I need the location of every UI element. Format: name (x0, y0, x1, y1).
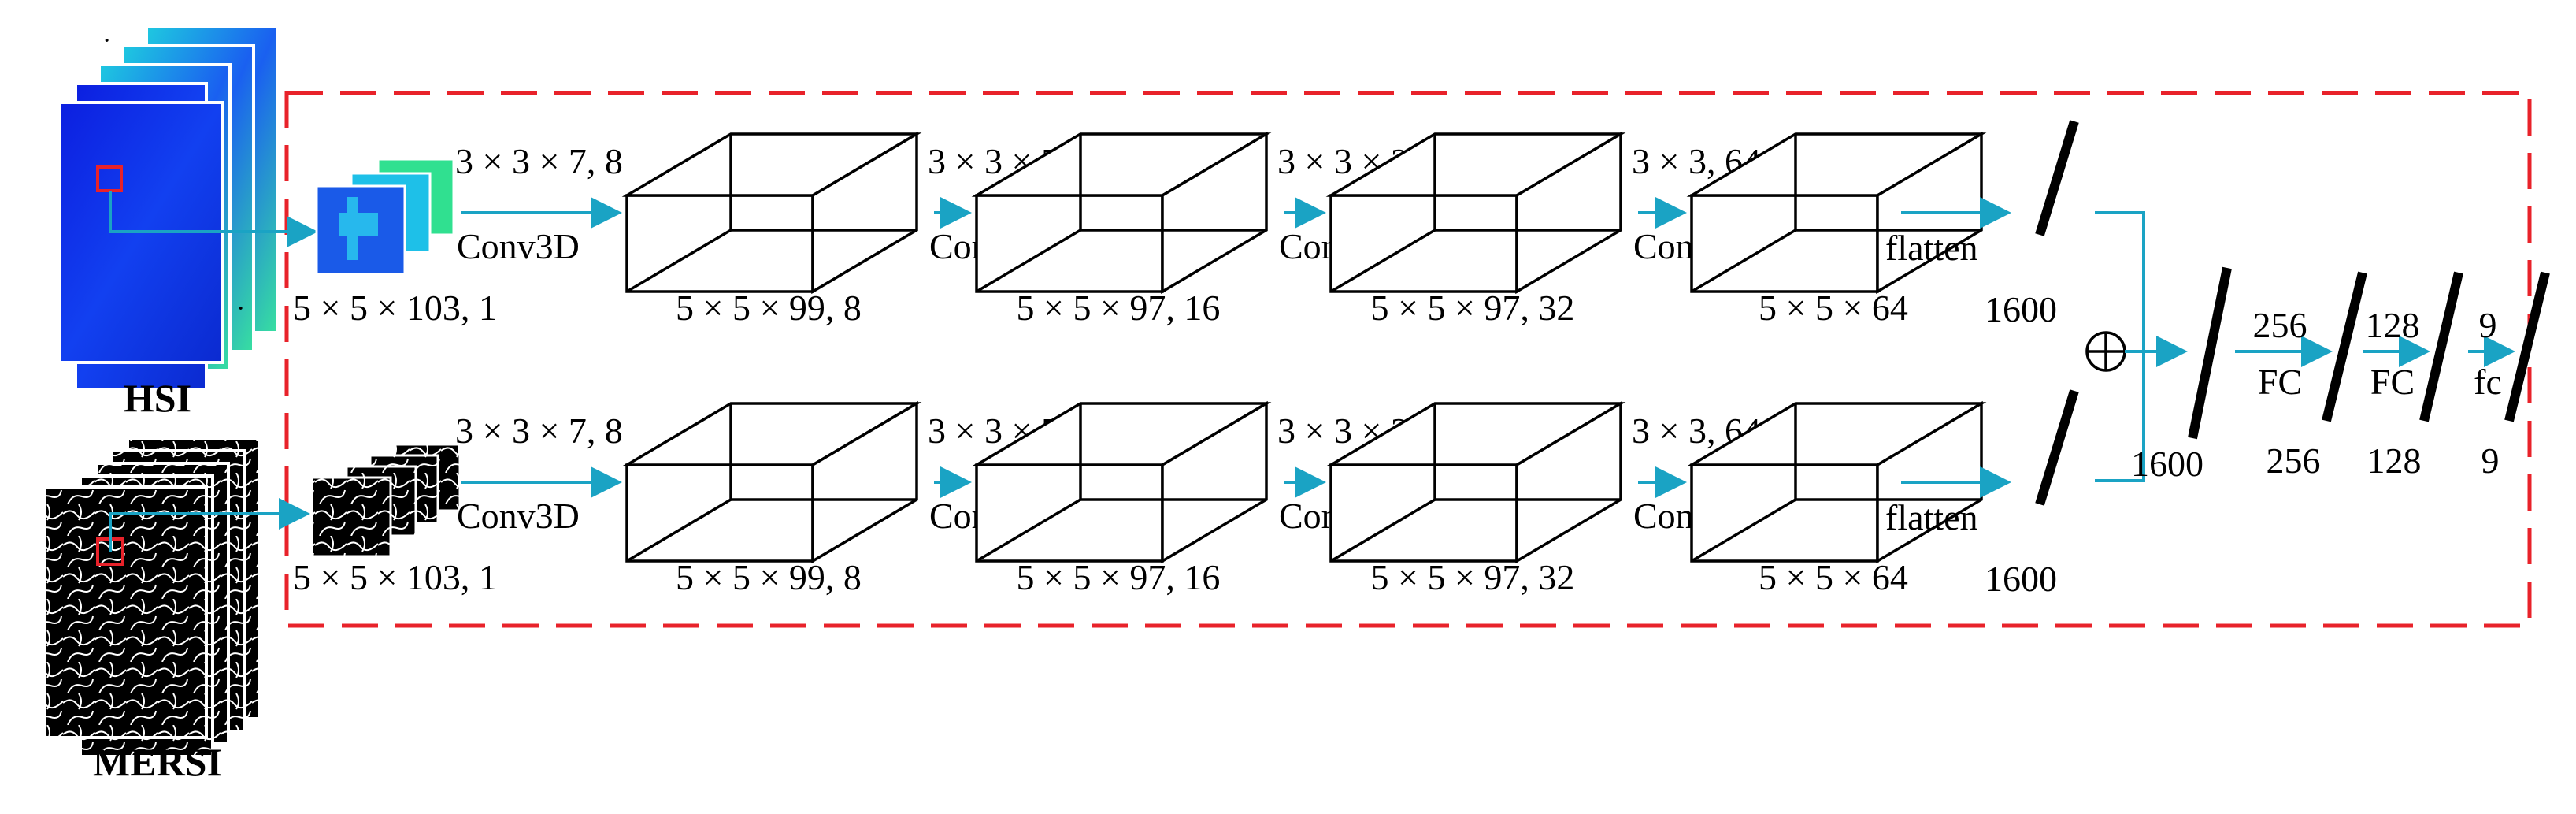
head-layer-label: FC (2258, 362, 2302, 402)
head-layer-label: fc (2474, 362, 2502, 402)
input-shape-label: 5 × 5 × 103, 1 (293, 557, 497, 597)
op-output-label: 5 × 5 × 97, 32 (1371, 557, 1575, 597)
head-top-label: 256 (2253, 305, 2307, 345)
feature-cube (621, 400, 922, 564)
svg-text:·: · (236, 294, 245, 323)
op-output-label: 5 × 5 × 64 (1759, 557, 1908, 597)
input-shape-label: 5 × 5 × 103, 1 (293, 288, 497, 328)
head-bottom-label: 256 (2267, 440, 2321, 481)
flatten-vector (2035, 389, 2079, 506)
feature-cube (621, 131, 922, 295)
op-params-label: 3 × 3 × 7, 8 (455, 141, 623, 181)
feature-cube (1325, 131, 1626, 295)
branches: 5 × 5 × 103, 1 3 × 3 × 7, 8 Conv3D 5 × 5 × … (293, 120, 2079, 599)
flatten-label: flatten (1885, 228, 1978, 268)
flatten-size-label: 1600 (1985, 559, 2057, 599)
op-layer-label: Conv3D (457, 226, 580, 266)
op-params-label: 3 × 3 × 7, 8 (455, 411, 623, 451)
head-vector (2322, 271, 2367, 422)
merge-connector (2095, 211, 2145, 482)
hsi-input-patches (315, 158, 455, 276)
op-output-label: 5 × 5 × 99, 8 (676, 288, 862, 328)
mersi-title: MERSI (93, 740, 222, 784)
feature-cube (1686, 131, 1987, 295)
mersi-input-patches (310, 443, 461, 558)
head-vector (2419, 271, 2463, 422)
hsi-image-stack: · · (58, 25, 279, 391)
feature-cube (971, 400, 1272, 564)
op-output-label: 5 × 5 × 97, 16 (1017, 557, 1221, 597)
head-layer: 9 fc 9 (2468, 271, 2550, 481)
branch-mersi: 5 × 5 × 103, 1 3 × 3 × 7, 8 Conv3D 5 × 5 × … (293, 389, 2079, 599)
concat-vector (2188, 266, 2232, 440)
head-top-label: 9 (2479, 305, 2497, 345)
op-output-label: 5 × 5 × 97, 16 (1017, 288, 1221, 328)
flatten-size-label: 1600 (1985, 289, 2057, 329)
op-layer-label: Conv3D (457, 496, 580, 536)
op-output-label: 5 × 5 × 99, 8 (676, 557, 862, 597)
feature-cube (1325, 400, 1626, 564)
head-top-label: 128 (2366, 305, 2420, 345)
flatten-label: flatten (1885, 497, 1978, 537)
mersi-image-stack (43, 437, 261, 758)
feature-cube (971, 131, 1272, 295)
feature-extraction-frame (284, 91, 2532, 628)
head-vector (2504, 271, 2550, 422)
op-output-label: 5 × 5 × 97, 32 (1371, 288, 1575, 328)
mersi-patch-connector (109, 498, 310, 552)
branch-hsi: 5 × 5 × 103, 1 3 × 3 × 7, 8 Conv3D 5 × 5 × … (293, 120, 2079, 329)
head-bottom-label: 9 (2481, 440, 2500, 481)
op-output-label: 5 × 5 × 64 (1759, 288, 1908, 328)
head-bottom-label: 128 (2367, 440, 2422, 481)
svg-text:·: · (102, 26, 111, 55)
head-layer-label: FC (2370, 362, 2415, 402)
flatten-vector (2035, 120, 2079, 236)
concat-size-label: 1600 (2131, 444, 2203, 484)
hsi-title: HSI (124, 376, 191, 420)
hsi-patch-connector (109, 191, 318, 247)
